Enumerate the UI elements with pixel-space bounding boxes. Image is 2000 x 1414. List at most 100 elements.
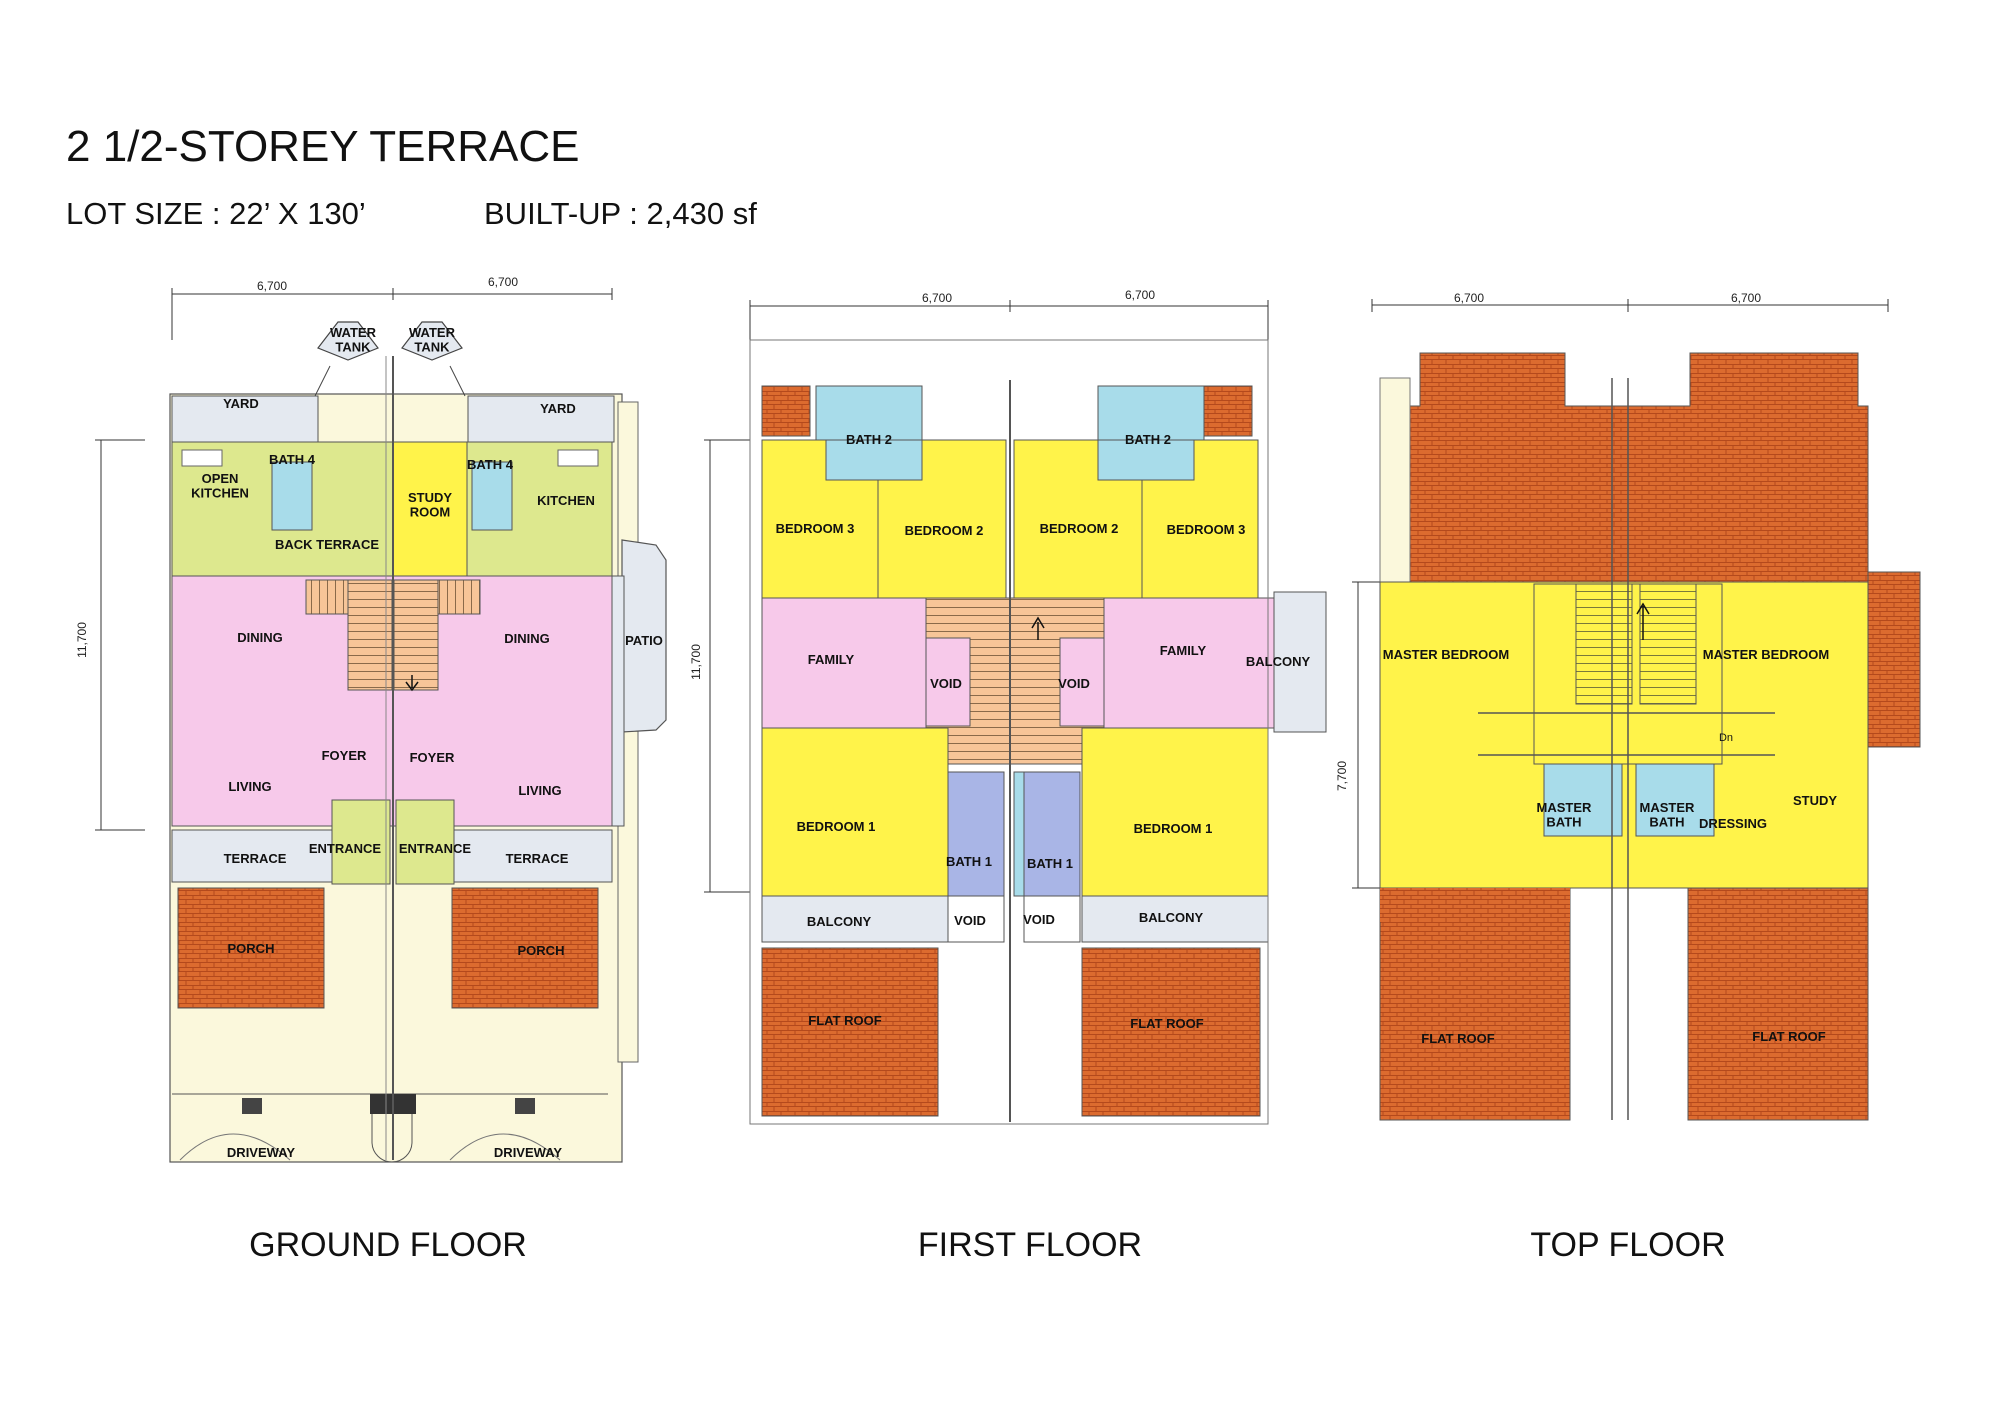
- balcony-side-area: [1273, 591, 1327, 733]
- bedroom1-right-area: [1081, 727, 1269, 897]
- bath4-right-area: [471, 461, 513, 531]
- label-family-left: FAMILY: [808, 652, 855, 667]
- label-bath4-left: BATH 4: [269, 452, 316, 467]
- label-living-left: LIVING: [228, 779, 271, 794]
- top-flat-roof-left: [1379, 887, 1571, 1121]
- label-master-bedroom-right: MASTER BEDROOM: [1703, 647, 1829, 662]
- label-dining-right: DINING: [504, 631, 550, 646]
- center-planter: [371, 1114, 413, 1163]
- first-floor-plan: 6,700 6,700 11,700: [689, 288, 1327, 1125]
- label-flat-roof-top-left: FLAT ROOF: [1421, 1031, 1494, 1046]
- page-title: 2 1/2-STOREY TERRACE: [66, 122, 580, 171]
- label-bath1-left: BATH 1: [946, 854, 992, 869]
- label-bath4-right: BATH 4: [467, 457, 514, 472]
- label-line: OPEN: [202, 471, 239, 486]
- kitchen-sink-right: [557, 449, 599, 467]
- first-dim-right: 6,700: [1125, 288, 1155, 302]
- top-stair-right: [1639, 583, 1697, 705]
- ground-dim-depth: 11,700: [75, 622, 89, 658]
- label-line: BATH: [1546, 814, 1581, 829]
- label-foyer-left: FOYER: [322, 748, 367, 763]
- label-line: WATER: [409, 325, 456, 340]
- void-front-left-area: [947, 895, 1005, 943]
- label-line: KITCHEN: [191, 485, 249, 500]
- label-porch-left: PORCH: [228, 941, 275, 956]
- bath2-right-lower: [1097, 439, 1195, 481]
- gate-post-right: [515, 1098, 535, 1114]
- ground-dim-right: 6,700: [488, 275, 518, 289]
- label-line: ROOM: [410, 504, 450, 519]
- label-entrance-left: ENTRANCE: [309, 841, 382, 856]
- label-dn: Dn: [1719, 732, 1733, 744]
- flat-roof-right-area: [1081, 947, 1261, 1117]
- label-bath2-right: BATH 2: [1125, 432, 1171, 447]
- entrance-left-area: [331, 799, 391, 885]
- patio-link: [611, 575, 625, 827]
- water-tank-right-pipe: [449, 365, 466, 397]
- water-tank-right-shape: [401, 321, 463, 361]
- bedroom1-left-area: [761, 727, 949, 897]
- top-floor-plan: 6,700 6,700 7,700 MASTER BEDROOM MASTER …: [1335, 291, 1921, 1121]
- label-void-right: VOID: [1058, 676, 1090, 691]
- ground-stair-left: [347, 579, 393, 691]
- top-dimension-lines: [1352, 299, 1889, 889]
- balcony-right-area: [1081, 895, 1269, 943]
- ground-stair-right-flight: [437, 579, 481, 615]
- label-dressing: DRESSING: [1699, 816, 1767, 831]
- label-bedroom3-left: BEDROOM 3: [776, 521, 855, 536]
- label-void-left: VOID: [930, 676, 962, 691]
- label-bath2-left: BATH 2: [846, 432, 892, 447]
- label-flat-roof-first-left: FLAT ROOF: [808, 1013, 881, 1028]
- driveway-right-gate-swing: [449, 1133, 561, 1161]
- label-flat-roof-first-right: FLAT ROOF: [1130, 1016, 1203, 1031]
- label-entrance-right: ENTRANCE: [399, 841, 472, 856]
- built-up: BUILT-UP : 2,430 sf: [484, 196, 757, 231]
- label-patio: PATIO: [625, 633, 663, 648]
- label-line: MASTER: [1640, 800, 1696, 815]
- top-side-roof: [1867, 571, 1921, 748]
- label-line: TANK: [335, 339, 371, 354]
- label-porch-right: PORCH: [518, 943, 565, 958]
- entrance-right-area: [395, 799, 455, 885]
- label-line: MASTER: [1537, 800, 1593, 815]
- top-rear-ledge: [1379, 377, 1411, 583]
- first-dim-depth: 11,700: [689, 644, 703, 680]
- label-kitchen: KITCHEN: [537, 493, 595, 508]
- top-rear-roof: [1379, 352, 1869, 583]
- bath1-right-area: [1023, 771, 1081, 897]
- top-flat-roof-left-lip: [1380, 888, 1570, 922]
- ground-floor-plan: 6,700 6,700 11,700: [75, 275, 667, 1163]
- label-dining-left: DINING: [237, 630, 283, 645]
- first-dimension-lines: [704, 300, 1269, 893]
- ground-stair-arrow: [405, 675, 419, 692]
- label-line: STUDY: [408, 490, 452, 505]
- top-dim-depth: 7,700: [1335, 761, 1349, 791]
- label-terrace-right: TERRACE: [506, 851, 569, 866]
- top-flat-roof-right: [1687, 887, 1869, 1121]
- label-foyer-right: FOYER: [410, 750, 455, 765]
- label-driveway-left: DRIVEWAY: [227, 1145, 295, 1160]
- ground-stair-left-flight: [305, 579, 349, 615]
- label-void-front-left: VOID: [954, 913, 986, 928]
- label-terrace-left: TERRACE: [224, 851, 287, 866]
- porch-left-area: [177, 887, 325, 1009]
- balcony-left-area: [761, 895, 949, 943]
- label-bath1-right: BATH 1: [1027, 856, 1073, 871]
- water-tank-left-shape: [317, 321, 379, 361]
- label-bedroom1-right: BEDROOM 1: [1134, 821, 1213, 836]
- first-outline: [749, 339, 1269, 1125]
- ground-dimension-lines: [95, 288, 613, 831]
- first-stair-arrow: [1031, 616, 1045, 640]
- family-right-area: [1103, 597, 1275, 729]
- top-dim-right: 6,700: [1731, 291, 1761, 305]
- label-bedroom2-left: BEDROOM 2: [905, 523, 984, 538]
- water-tank-left-pipe: [314, 365, 331, 397]
- bath1-shaft: [1013, 771, 1025, 897]
- ground-floor-caption: GROUND FLOOR: [249, 1226, 527, 1264]
